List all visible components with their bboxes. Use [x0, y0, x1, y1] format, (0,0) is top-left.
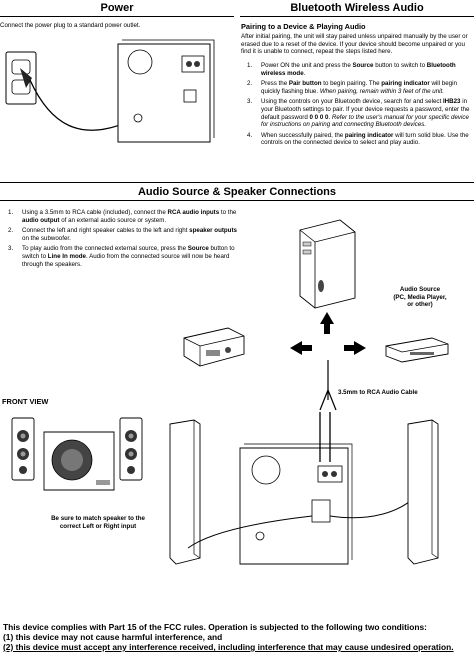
left-satellite-speaker	[11, 417, 35, 481]
bluetooth-intro: After initial pairing, the unit will sta…	[241, 33, 468, 56]
bluetooth-title-rule	[240, 16, 474, 17]
bluetooth-steps: 1. Power ON the unit and press the Sourc…	[247, 62, 472, 150]
front-view-label: FRONT VIEW	[2, 397, 49, 406]
speaker-connection-diagram	[169, 412, 439, 565]
rca-plugs	[319, 412, 331, 462]
fcc-line-2: (1) this device may not cause harmful in…	[3, 632, 223, 642]
left-speaker-wire	[187, 515, 313, 549]
bluetooth-step-2: 2. Press the Pair button to begin pairin…	[247, 80, 457, 95]
bluetooth-step-1: 1. Power ON the unit and press the Sourc…	[247, 62, 456, 77]
right-satellite-speaker	[119, 417, 143, 481]
power-instruction: Connect the power plug to a standard pow…	[0, 22, 141, 29]
subwoofer-back	[117, 43, 211, 143]
audio-step-1: 1. Using a 3.5mm to RCA cable (included)…	[8, 209, 237, 224]
audio-source-title: Audio Source & Speaker Connections	[137, 186, 337, 198]
arrow-left-icon	[290, 341, 312, 355]
bluetooth-title: Bluetooth Wireless Audio	[290, 2, 424, 14]
audio-source-title-rule	[0, 200, 474, 201]
power-title: Power	[100, 2, 134, 14]
left-speaker-side	[169, 419, 201, 565]
subwoofer-front	[43, 431, 115, 491]
pc-tower-icon	[299, 219, 356, 309]
arrow-up-icon	[320, 312, 334, 334]
media-player-icon	[385, 337, 449, 363]
bluetooth-subtitle: Pairing to a Device & Playing Audio	[241, 22, 366, 31]
fcc-line-3: (2) this device must accept any interfer…	[3, 642, 454, 652]
fcc-line-1: This device complies with Part 15 of the…	[3, 622, 427, 632]
audio-step-2: 2. Connect the left and right speaker ca…	[8, 227, 237, 242]
audio-source-diagram	[183, 219, 449, 411]
wall-outlet	[5, 51, 37, 105]
front-view-diagram	[11, 417, 143, 491]
fcc-notice: This device complies with Part 15 of the…	[3, 622, 474, 652]
audio-source-label: Audio Source (PC, Media Player, or other…	[393, 286, 447, 309]
cable-label: 3.5mm to RCA Audio Cable	[338, 389, 418, 396]
power-title-rule	[0, 16, 234, 17]
right-speaker-side	[407, 419, 439, 565]
stereo-receiver-icon	[183, 327, 245, 367]
match-speaker-label: Be sure to match speaker to the correct …	[51, 515, 145, 530]
bluetooth-step-4: 4. When successfully paired, the pairing…	[247, 131, 469, 147]
power-outlet-diagram	[5, 39, 215, 143]
audio-source-steps: 1. Using a 3.5mm to RCA cable (included)…	[8, 209, 242, 271]
bluetooth-step-3: 3. Using the controls on your Bluetooth …	[247, 98, 470, 129]
section-divider	[0, 182, 474, 183]
rca-cable	[319, 360, 337, 411]
arrow-right-icon	[344, 341, 366, 355]
audio-step-3: 3. To play audio from the connected exte…	[8, 245, 235, 268]
subwoofer-rear	[239, 443, 353, 565]
